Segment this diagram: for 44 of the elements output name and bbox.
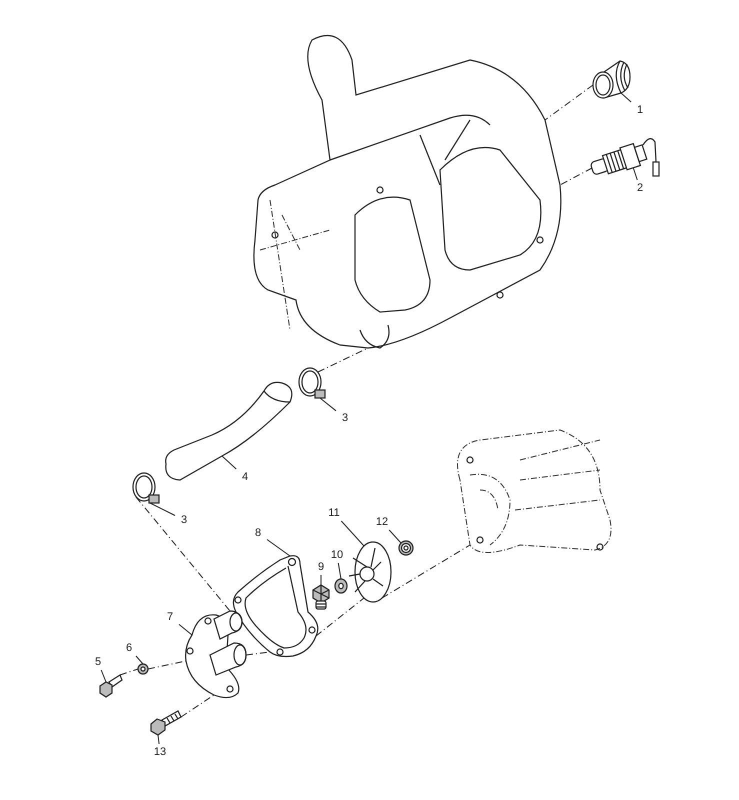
bolt-drawing: [148, 708, 182, 736]
callout-number: 6: [121, 641, 137, 655]
bolt-drawing: [97, 672, 123, 698]
leader-line: [266, 539, 290, 556]
seal-drawing: [398, 540, 414, 556]
leader-line: [136, 656, 144, 664]
assembly-line: [180, 694, 214, 718]
callout-number: 3: [337, 411, 353, 425]
callout-number: 2: [632, 181, 648, 195]
nut-drawing: [310, 584, 332, 610]
leader-line: [388, 530, 402, 544]
assembly-line: [316, 598, 364, 636]
leader-line: [150, 502, 176, 516]
hose-clamp-drawing: [296, 365, 328, 401]
assembly-line: [560, 168, 592, 186]
callout-number: 12: [373, 515, 391, 529]
callout-number: 13: [151, 745, 169, 759]
callout-number: 7: [162, 610, 178, 624]
leader-line: [632, 166, 638, 180]
leader-line: [100, 670, 106, 682]
assembly-line: [318, 348, 368, 372]
callout-number: 3: [176, 513, 192, 527]
hose-clamp-drawing: [130, 470, 162, 506]
callout-number: 8: [250, 526, 266, 540]
callout-number: 10: [328, 548, 346, 562]
callout-number: 5: [90, 655, 106, 669]
callout-number: 4: [237, 470, 253, 484]
callout-number: 11: [325, 506, 343, 520]
leader-line: [222, 456, 237, 470]
leader-line: [340, 520, 364, 546]
leader-line: [178, 624, 192, 636]
leader-line: [320, 574, 322, 586]
leader-line: [158, 734, 160, 744]
callout-number: 1: [632, 103, 648, 117]
assembly-line: [120, 668, 138, 676]
leader-line: [338, 562, 342, 580]
leader-line: [620, 92, 632, 102]
washer-drawing: [334, 578, 348, 594]
washer-drawing: [137, 663, 149, 675]
assembly-line: [382, 544, 470, 598]
leader-line: [320, 398, 336, 412]
assembly-line: [148, 660, 186, 670]
assembly-line: [544, 84, 594, 120]
callout-number: 9: [313, 560, 329, 574]
